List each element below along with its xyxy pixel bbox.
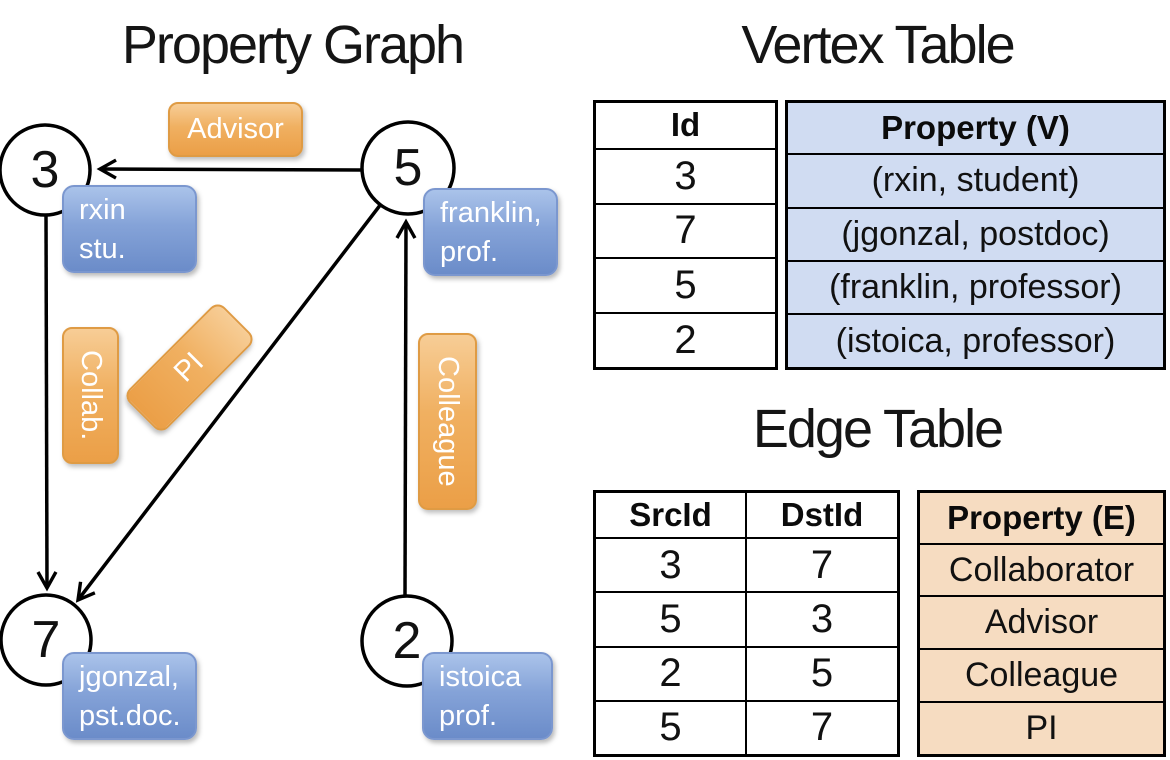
table-cell: 2: [593, 645, 747, 702]
table-cell: 3: [593, 147, 778, 205]
vertex-box-line: istoica: [439, 661, 522, 693]
table-cell: 5: [745, 645, 900, 702]
edge-advisor-5-to-3: [96, 158, 363, 180]
edge-table-title: Edge Table: [752, 399, 1004, 459]
edge-colleague-2-to-5: [395, 218, 417, 598]
edge-label-text: Advisor: [187, 113, 284, 145]
table-cell: (istoica, professor): [785, 313, 1166, 370]
edge-collab-3-to-7: [36, 213, 58, 592]
vertex-table: Id 3 7 5 2 Property (V) (rxin, student) …: [593, 100, 1166, 370]
vertex-box-line: franklin,: [440, 197, 542, 229]
table-cell: 7: [745, 537, 900, 594]
vertex-box-line: pst.doc.: [79, 700, 181, 732]
edge-label-advisor: Advisor: [168, 102, 303, 157]
edge-table: SrcId DstId 3 7 5 3 2 5 5 7 Property (E)…: [593, 490, 1166, 757]
table-cell: (rxin, student): [785, 153, 1166, 209]
table-cell: 5: [593, 257, 778, 315]
table-cell: Advisor: [917, 595, 1166, 651]
edge-label-text: Collab.: [75, 350, 107, 441]
vertex-box-line: stu.: [79, 233, 126, 265]
edge-table-property-column: Property (E) Collaborator Advisor Collea…: [917, 490, 1166, 757]
vertex-box-franklin: franklin, prof.: [423, 188, 558, 276]
vertex-table-header-id: Id: [593, 100, 778, 150]
node-id-7: 7: [31, 611, 61, 669]
node-id-5: 5: [393, 139, 423, 197]
vertex-box-line: jgonzal,: [79, 661, 179, 693]
edge-label-colleague: Colleague: [418, 333, 477, 510]
table-cell: 5: [593, 699, 747, 757]
vertex-table-header-property: Property (V): [785, 100, 1166, 156]
table-cell: Collaborator: [917, 542, 1166, 598]
edge-table-header-srcid: SrcId: [593, 490, 747, 540]
table-cell: Colleague: [917, 648, 1166, 704]
vertex-table-property-column: Property (V) (rxin, student) (jgonzal, p…: [785, 100, 1166, 370]
vertex-table-title: Vertex Table: [741, 15, 1015, 75]
vertex-box-line: rxin: [79, 194, 126, 226]
vertex-box-jgonzal: jgonzal, pst.doc.: [62, 652, 197, 740]
edge-table-header-property: Property (E): [917, 490, 1166, 545]
table-cell: 2: [593, 312, 778, 370]
edge-pi-5-to-7: [75, 202, 383, 603]
table-cell: PI: [917, 701, 1166, 757]
table-cell: 5: [593, 591, 747, 648]
vertex-box-istoica: istoica prof.: [422, 652, 553, 740]
edge-label-text: PI: [168, 346, 211, 389]
table-cell: 7: [745, 699, 900, 757]
node-id-2: 2: [392, 612, 422, 670]
vertex-box-line: prof.: [440, 236, 499, 268]
property-graph-title: Property Graph: [121, 15, 465, 75]
table-cell: 3: [593, 537, 747, 594]
edge-label-collab: Collab.: [62, 327, 119, 464]
table-cell: (franklin, professor): [785, 260, 1166, 316]
edge-label-text: Colleague: [432, 356, 464, 487]
vertex-box-rxin: rxin stu.: [62, 185, 197, 273]
table-cell: 3: [745, 591, 900, 648]
node-id-3: 3: [30, 141, 60, 199]
edge-table-header-dstid: DstId: [745, 490, 900, 540]
vertex-box-line: prof.: [439, 700, 498, 732]
edge-table-id-columns: SrcId DstId 3 7 5 3 2 5 5 7: [593, 490, 900, 757]
table-cell: 7: [593, 202, 778, 260]
table-cell: (jgonzal, postdoc): [785, 206, 1166, 263]
vertex-table-id-column: Id 3 7 5 2: [593, 100, 778, 370]
